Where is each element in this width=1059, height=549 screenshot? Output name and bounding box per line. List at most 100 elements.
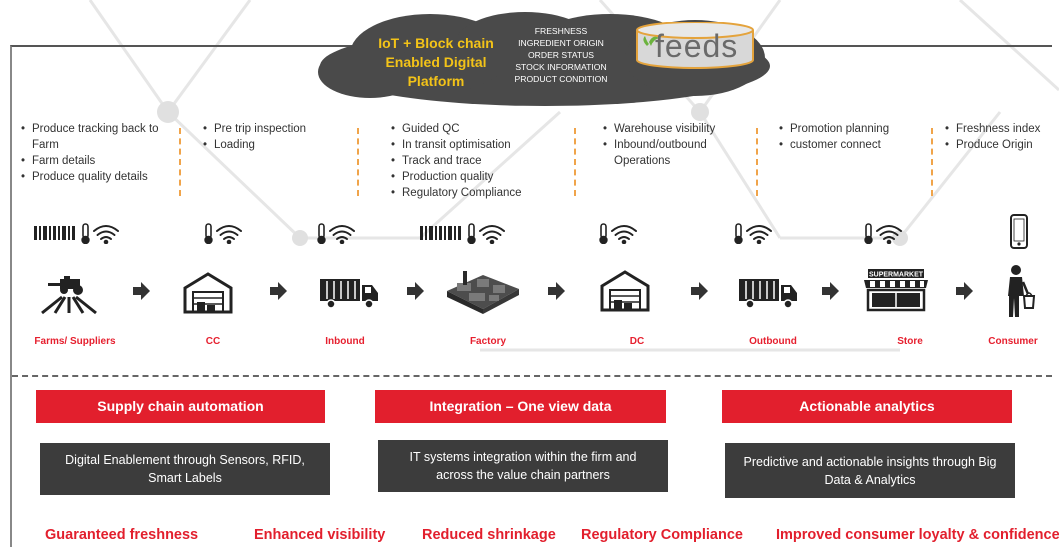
node-label-factory: Factory bbox=[469, 336, 507, 347]
pillar-description: IT systems integration within the firm a… bbox=[409, 450, 637, 482]
platform-title: IoT + Block chain Enabled Digital Platfo… bbox=[372, 34, 500, 91]
pillar-title: Integration – One view data bbox=[375, 390, 666, 423]
stage-item: Farm details bbox=[20, 153, 170, 169]
barcode-icon bbox=[420, 226, 461, 240]
stage-separator bbox=[357, 128, 359, 196]
warehouse-icon bbox=[600, 270, 650, 312]
flow-arrow-icon bbox=[548, 282, 565, 300]
node-label-dc: DC bbox=[629, 336, 645, 347]
platform-feature-list: FRESHNESS INGREDIENT ORIGIN ORDER STATUS… bbox=[506, 25, 616, 85]
sensor-group bbox=[734, 223, 772, 244]
sensor-group bbox=[864, 223, 902, 244]
stage-item: Inbound/outbound Operations bbox=[602, 137, 742, 169]
benefit-label: Improved consumer loyalty & confidence bbox=[776, 527, 1059, 543]
stage-factory-details: Guided QC In transit optimisation Track … bbox=[390, 121, 560, 201]
stage-item: Warehouse visibility bbox=[602, 121, 742, 137]
stage-item: Promotion planning bbox=[778, 121, 918, 137]
benefit-label: Regulatory Compliance bbox=[581, 527, 743, 543]
platform-feature: INGREDIENT ORIGIN bbox=[518, 38, 604, 48]
wifi-icon bbox=[611, 225, 637, 244]
platform-title-line: Platform bbox=[407, 73, 465, 89]
sensor-group bbox=[599, 223, 637, 244]
thermometer-icon bbox=[204, 223, 213, 244]
wifi-icon bbox=[216, 225, 242, 244]
sensor-group bbox=[420, 223, 505, 244]
node-label-outbound: Outbound bbox=[749, 336, 797, 347]
stage-item: In transit optimisation bbox=[390, 137, 560, 153]
thermometer-icon bbox=[81, 223, 90, 244]
stage-separator bbox=[756, 128, 758, 196]
warehouse-icon bbox=[183, 272, 233, 314]
pillar-description-box: IT systems integration within the firm a… bbox=[378, 440, 668, 492]
platform-feature: PRODUCT CONDITION bbox=[514, 74, 608, 84]
platform-feature: STOCK INFORMATION bbox=[515, 62, 607, 72]
thermometer-icon bbox=[734, 223, 743, 244]
stage-item: Guided QC bbox=[390, 121, 560, 137]
node-label-consumer: Consumer bbox=[988, 336, 1038, 347]
thermometer-icon bbox=[467, 223, 476, 244]
node-label-inbound: Inbound bbox=[325, 336, 365, 347]
section-divider bbox=[12, 375, 1052, 377]
platform-feature: ORDER STATUS bbox=[527, 50, 595, 60]
stage-item: Loading bbox=[202, 137, 342, 153]
platform-feature: FRESHNESS bbox=[534, 26, 588, 36]
stage-item: Pre trip inspection bbox=[202, 121, 342, 137]
flow-arrow-icon bbox=[822, 282, 839, 300]
thermometer-icon bbox=[317, 223, 326, 244]
node-label-store: Store bbox=[897, 336, 923, 347]
node-label-cc: CC bbox=[205, 336, 221, 347]
wifi-icon bbox=[876, 225, 902, 244]
sensor-group bbox=[204, 223, 242, 244]
benefit-label: Enhanced visibility bbox=[254, 527, 386, 543]
benefit-label: Guaranteed freshness bbox=[45, 527, 199, 543]
sensor-group bbox=[317, 223, 355, 244]
flow-arrow-icon bbox=[407, 282, 424, 300]
supermarket-sign: SUPERMARKET bbox=[869, 272, 924, 279]
stage-item: Produce tracking back to Farm bbox=[20, 121, 170, 153]
logo-text: feeds bbox=[655, 28, 739, 64]
stage-item: Produce quality details bbox=[20, 169, 170, 185]
platform-title-line: IoT + Block chain bbox=[378, 35, 494, 51]
wifi-icon bbox=[93, 225, 119, 244]
thermometer-icon bbox=[599, 223, 608, 244]
stage-separator bbox=[931, 128, 933, 196]
wifi-icon bbox=[479, 225, 505, 244]
node-label-farms: Farms/ Suppliers bbox=[34, 336, 116, 347]
wifi-icon bbox=[329, 225, 355, 244]
supermarket-icon: SUPERMARKET bbox=[864, 269, 928, 312]
pillar-description: Predictive and actionable insights throu… bbox=[743, 454, 997, 487]
pillar-title: Actionable analytics bbox=[722, 390, 1012, 423]
factory-icon bbox=[447, 271, 519, 314]
wifi-icon bbox=[746, 225, 772, 244]
sensor-group bbox=[34, 223, 119, 244]
stage-store-details: Promotion planning customer connect bbox=[778, 121, 918, 153]
pillar-description: Digital Enablement through Sensors, RFID… bbox=[65, 453, 305, 485]
barcode-icon bbox=[34, 226, 75, 240]
platform-title-line: Enabled Digital bbox=[385, 54, 487, 70]
stage-farm-details: Produce tracking back to Farm Farm detai… bbox=[20, 121, 170, 185]
truck-icon bbox=[739, 279, 797, 309]
stage-consumer-details: Freshness index Produce Origin bbox=[944, 121, 1056, 153]
flow-arrow-icon bbox=[270, 282, 287, 300]
flow-arrow-icon bbox=[133, 282, 150, 300]
stage-separator bbox=[179, 128, 181, 196]
stage-item: Track and trace bbox=[390, 153, 560, 169]
stage-cc-details: Pre trip inspection Loading bbox=[202, 121, 342, 153]
stage-separator bbox=[574, 128, 576, 196]
stage-item: Freshness index bbox=[944, 121, 1056, 137]
logo-cylinder bbox=[636, 22, 754, 69]
thermometer-icon bbox=[864, 223, 873, 244]
feeds-logo: feeds bbox=[633, 22, 757, 70]
pillar-description-box: Digital Enablement through Sensors, RFID… bbox=[40, 443, 330, 495]
farm-icon bbox=[41, 276, 97, 315]
flow-arrow-icon bbox=[956, 282, 973, 300]
stage-item: customer connect bbox=[778, 137, 918, 153]
smartphone-icon bbox=[1010, 214, 1028, 249]
pillar-description-box: Predictive and actionable insights throu… bbox=[725, 443, 1015, 498]
flow-arrow-icon bbox=[691, 282, 708, 300]
stage-item: Production quality bbox=[390, 169, 560, 185]
stage-dc-details: Warehouse visibility Inbound/outbound Op… bbox=[602, 121, 742, 169]
pillar-title: Supply chain automation bbox=[36, 390, 325, 423]
stage-item: Regulatory Compliance bbox=[390, 185, 560, 201]
truck-icon bbox=[320, 279, 378, 309]
